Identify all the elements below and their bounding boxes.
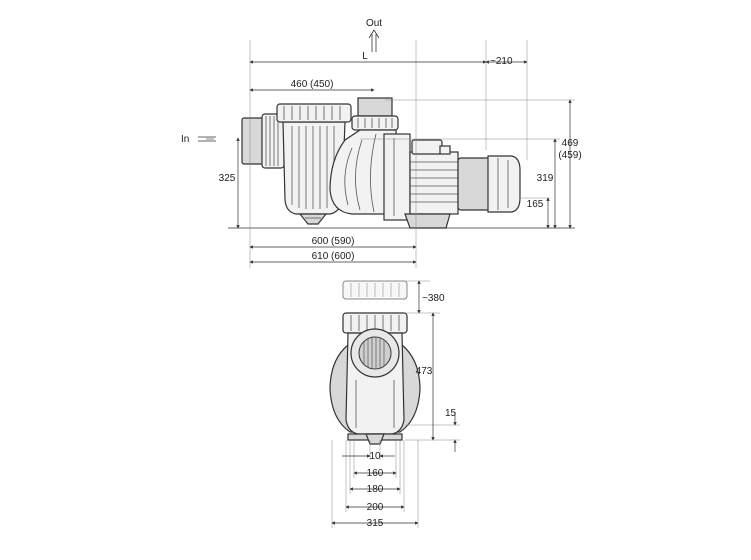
side-view: Out In	[181, 18, 582, 268]
front-drain	[365, 433, 385, 445]
dim-459-label: (459)	[558, 150, 581, 161]
dim-600-label: 600 (590)	[312, 236, 355, 247]
strainer-lid	[276, 103, 352, 123]
pump-volute	[329, 129, 397, 215]
dim-210-label: ~210	[490, 56, 513, 67]
front-view: ~380 473 15 10 160 180 200 315	[329, 280, 460, 529]
dim-469-label: 469	[562, 138, 579, 149]
inlet-pipe	[241, 117, 265, 165]
dim-165-label: 165	[527, 199, 544, 210]
in-arrow-icon	[198, 136, 216, 142]
dim-473-label: 473	[416, 366, 433, 377]
inlet-union	[261, 113, 285, 169]
out-arrow-icon	[368, 29, 380, 52]
dim-319-label: 319	[537, 173, 554, 184]
dim-610-label: 610 (600)	[312, 251, 355, 262]
dim-380-label: ~380	[422, 293, 445, 304]
dim-15-label: 15	[445, 408, 457, 419]
dim-325-label: 325	[219, 173, 236, 184]
inlet-port-icon	[350, 328, 400, 378]
adapter-flange	[383, 133, 411, 221]
motor-foot	[404, 213, 451, 229]
dim-10-label: 10	[369, 451, 381, 462]
outlet-stub	[357, 97, 393, 117]
dim-L-label: L	[362, 51, 368, 62]
dim-315-label: 315	[367, 518, 384, 529]
out-label: Out	[366, 18, 382, 29]
dim-200-label: 200	[367, 502, 384, 513]
dim-180-label: 180	[367, 484, 384, 495]
lid-removal-outline	[342, 280, 408, 300]
dim-160-label: 160	[367, 468, 384, 479]
motor	[409, 139, 459, 215]
dim-460-label: 460 (450)	[291, 79, 334, 90]
fan-cover	[457, 155, 521, 213]
in-label: In	[181, 134, 189, 145]
outlet-union	[351, 115, 399, 131]
